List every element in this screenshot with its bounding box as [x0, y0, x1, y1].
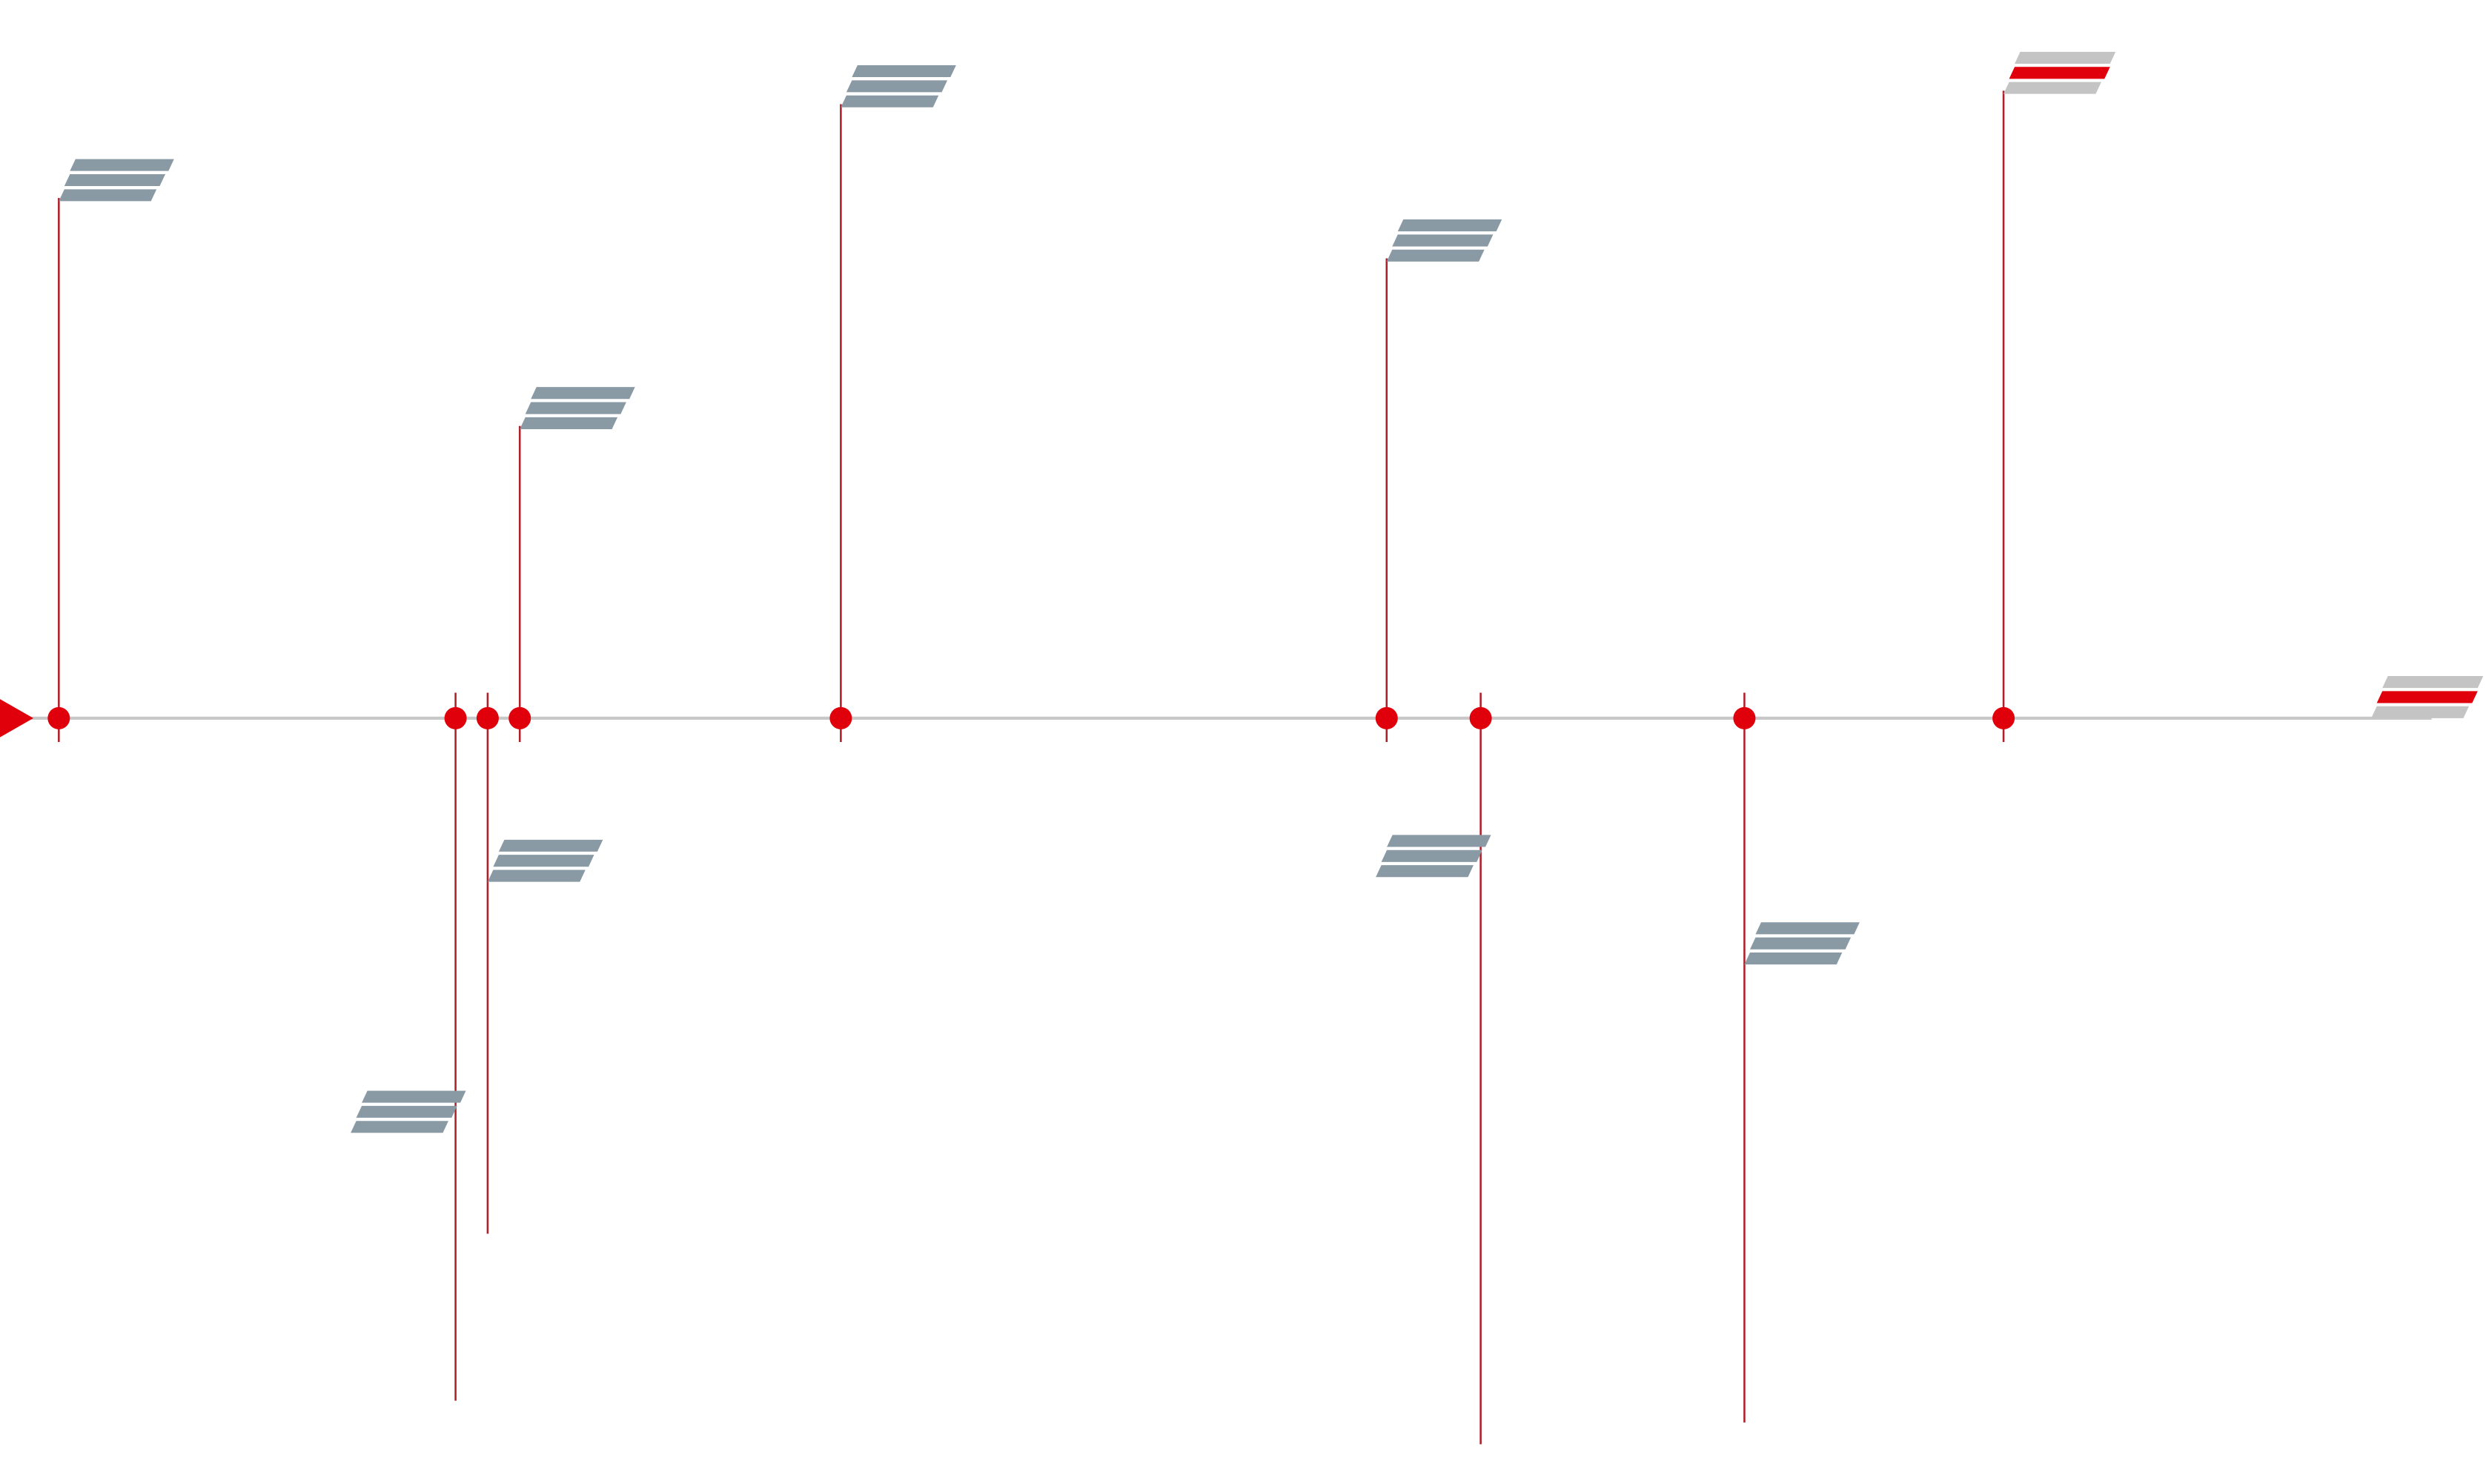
event-flag-e2-bar-1 [362, 1090, 466, 1103]
event-dot-e5[interactable] [829, 706, 852, 729]
event-flag-e2 [351, 1090, 466, 1133]
event-dot-e7[interactable] [1469, 706, 1492, 729]
end-flag-icon-bar-1 [2382, 676, 2484, 689]
event-flag-e7-bar-2 [1381, 849, 1482, 862]
event-dot-e1[interactable] [47, 706, 70, 729]
event-flag-e6 [1386, 219, 1502, 262]
event-flag-e6-bar-3 [1386, 249, 1485, 262]
event-flag-e1 [59, 159, 174, 202]
event-flag-e6-bar-1 [1397, 219, 1502, 232]
event-flag-e1-bar-1 [70, 159, 174, 171]
event-flag-e8-bar-2 [1749, 937, 1852, 950]
event-dot-e9[interactable] [1992, 706, 2015, 729]
event-flag-e7 [1376, 835, 1491, 878]
event-flag-e3-bar-3 [487, 869, 586, 882]
event-flag-e2-bar-3 [351, 1121, 448, 1133]
event-dot-e6[interactable] [1375, 706, 1398, 729]
end-flag-icon-bar-2 [2376, 691, 2478, 703]
event-flag-e3-bar-1 [498, 839, 603, 852]
event-flag-e8-bar-3 [1744, 953, 1843, 965]
event-flag-e7-bar-1 [1387, 835, 1491, 847]
event-dot-e4[interactable] [508, 706, 531, 729]
end-flag-icon-bar-3 [2371, 706, 2469, 718]
event-flag-e1-bar-3 [59, 189, 157, 202]
play-triangle-icon [0, 699, 34, 738]
event-flag-e5-bar-1 [852, 64, 956, 78]
event-flag-e7-bar-3 [1376, 865, 1474, 878]
event-dot-e2[interactable] [444, 706, 467, 729]
event-flag-e4 [520, 387, 635, 429]
event-flag-e3 [487, 839, 603, 882]
end-flag-icon [2371, 676, 2484, 718]
event-dot-e3[interactable] [476, 706, 499, 729]
event-flag-e9-bar-3 [2004, 82, 2101, 94]
event-flag-e4-bar-2 [525, 402, 626, 414]
event-flag-e6-bar-2 [1392, 234, 1494, 247]
event-flag-e9 [2004, 51, 2116, 94]
event-flag-e9-bar-1 [2015, 51, 2116, 64]
event-flag-e4-bar-1 [531, 387, 635, 400]
event-flag-e4-bar-3 [520, 417, 618, 429]
event-flag-e5-bar-2 [846, 80, 948, 93]
event-flag-e5-bar-3 [841, 95, 939, 107]
event-flag-e8-bar-1 [1755, 922, 1860, 935]
event-flag-e1-bar-2 [64, 173, 165, 187]
event-flag-e2-bar-2 [356, 1105, 457, 1118]
event-flag-e9-bar-2 [2009, 67, 2110, 79]
event-flag-e5 [841, 64, 956, 107]
event-dot-e8[interactable] [1733, 706, 1756, 729]
event-flag-e8 [1744, 922, 1860, 965]
event-flag-e3-bar-2 [493, 855, 594, 867]
